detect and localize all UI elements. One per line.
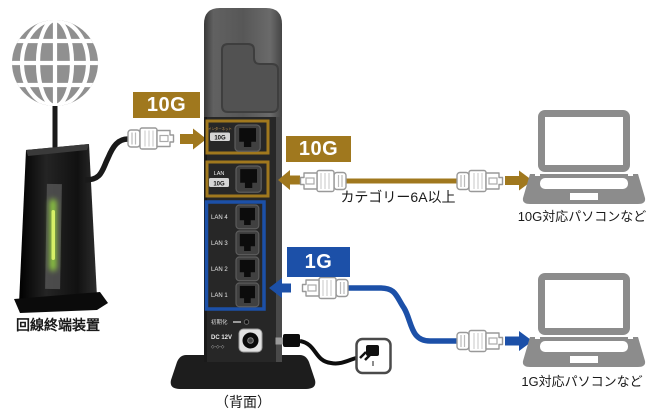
laptop-1g-icon bbox=[522, 273, 646, 367]
lan4-label: LAN 4 bbox=[211, 215, 228, 221]
pc-1g-label: 1G対応パソコンなど bbox=[521, 374, 643, 389]
wan-cable bbox=[84, 127, 207, 183]
router-stand-mount-panel bbox=[221, 43, 279, 113]
lan-10g-port-speed: 10G bbox=[213, 182, 225, 188]
dc-power-port: DC 12V ◇-◇-◇ bbox=[211, 328, 263, 353]
power-plug bbox=[283, 334, 300, 347]
modem-device-icon bbox=[14, 144, 108, 313]
laptop-10g-icon bbox=[522, 110, 646, 204]
lan1g-arrow-right-icon bbox=[505, 331, 533, 351]
router-device-icon: インターネット 10G LAN 10G LAN 4 LAN 3 LAN 2 LA… bbox=[170, 8, 316, 389]
reset-label: 初期化 bbox=[211, 318, 228, 326]
wan-cable-connector bbox=[127, 127, 175, 150]
internet-port: インターネット 10G bbox=[205, 119, 270, 155]
internet-port-label: インターネット bbox=[208, 126, 232, 131]
dc-label: DC 12V bbox=[211, 335, 232, 341]
lan10g-arrow-left-icon bbox=[278, 170, 300, 190]
lan10g-cable bbox=[278, 169, 533, 193]
lan-1g-port-group: LAN 4 LAN 3 LAN 2 LAN 1 bbox=[204, 200, 266, 311]
wan-speed-badge: 10G bbox=[133, 92, 200, 118]
reset-control: 初期化 bbox=[211, 318, 250, 326]
lan10g-arrow-right-icon bbox=[505, 170, 533, 191]
globe-icon bbox=[12, 20, 98, 106]
dc-polarity: ◇-◇-◇ bbox=[211, 344, 225, 349]
rear-view-caption: （背面） bbox=[215, 394, 271, 410]
lan1g-cable-connector-right bbox=[456, 329, 504, 353]
lan-10g-port: LAN 10G bbox=[205, 160, 270, 198]
lan1g-speed-badge: 1G bbox=[287, 247, 350, 277]
lan10g-speed-badge: 10G bbox=[286, 136, 351, 162]
pc-10g-label: 10G対応パソコンなど bbox=[517, 209, 647, 224]
power-cable bbox=[275, 334, 392, 375]
lan1g-arrow-left-icon bbox=[269, 278, 291, 298]
wan-arrow-icon bbox=[180, 128, 207, 150]
outlet-icon bbox=[355, 337, 392, 375]
lan1-label: LAN 1 bbox=[211, 293, 228, 299]
lan1g-cable bbox=[269, 276, 533, 353]
lan1g-cable-connector-left bbox=[301, 276, 349, 300]
reset-hole bbox=[243, 319, 250, 325]
lan2-label: LAN 2 bbox=[211, 267, 228, 273]
modem-label: 回線終端装置 bbox=[16, 317, 100, 333]
lan-10g-port-label: LAN bbox=[214, 171, 225, 177]
internet-port-speed: 10G bbox=[214, 136, 226, 142]
lan3-label: LAN 3 bbox=[211, 241, 228, 247]
cable-category-note: カテゴリー6A以上 bbox=[340, 189, 456, 205]
router-stand bbox=[170, 355, 316, 389]
